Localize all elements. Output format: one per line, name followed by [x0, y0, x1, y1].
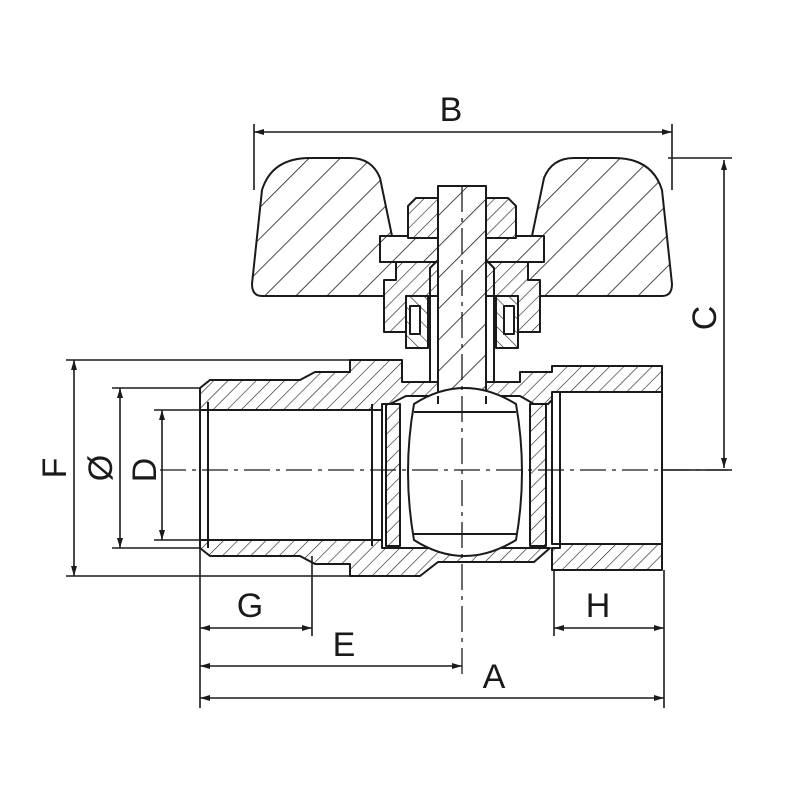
label-f: F	[36, 458, 74, 479]
left-male-thread	[199, 402, 383, 548]
label-g: G	[237, 587, 263, 625]
butterfly-handle	[251, 157, 673, 297]
label-b: B	[440, 91, 463, 129]
label-h: H	[586, 587, 611, 625]
right-female-thread	[551, 366, 663, 570]
ball	[407, 387, 523, 557]
centre-lines	[160, 186, 728, 676]
ball-seats	[385, 403, 547, 547]
dimension-labels: B C F Ø D G E A H	[36, 91, 724, 696]
label-a: A	[483, 658, 506, 696]
stem-gland	[383, 197, 541, 349]
dimensions	[66, 124, 732, 708]
label-e: E	[333, 626, 356, 664]
label-d: D	[126, 458, 164, 483]
label-c: C	[686, 306, 724, 331]
label-dia: Ø	[82, 455, 120, 481]
